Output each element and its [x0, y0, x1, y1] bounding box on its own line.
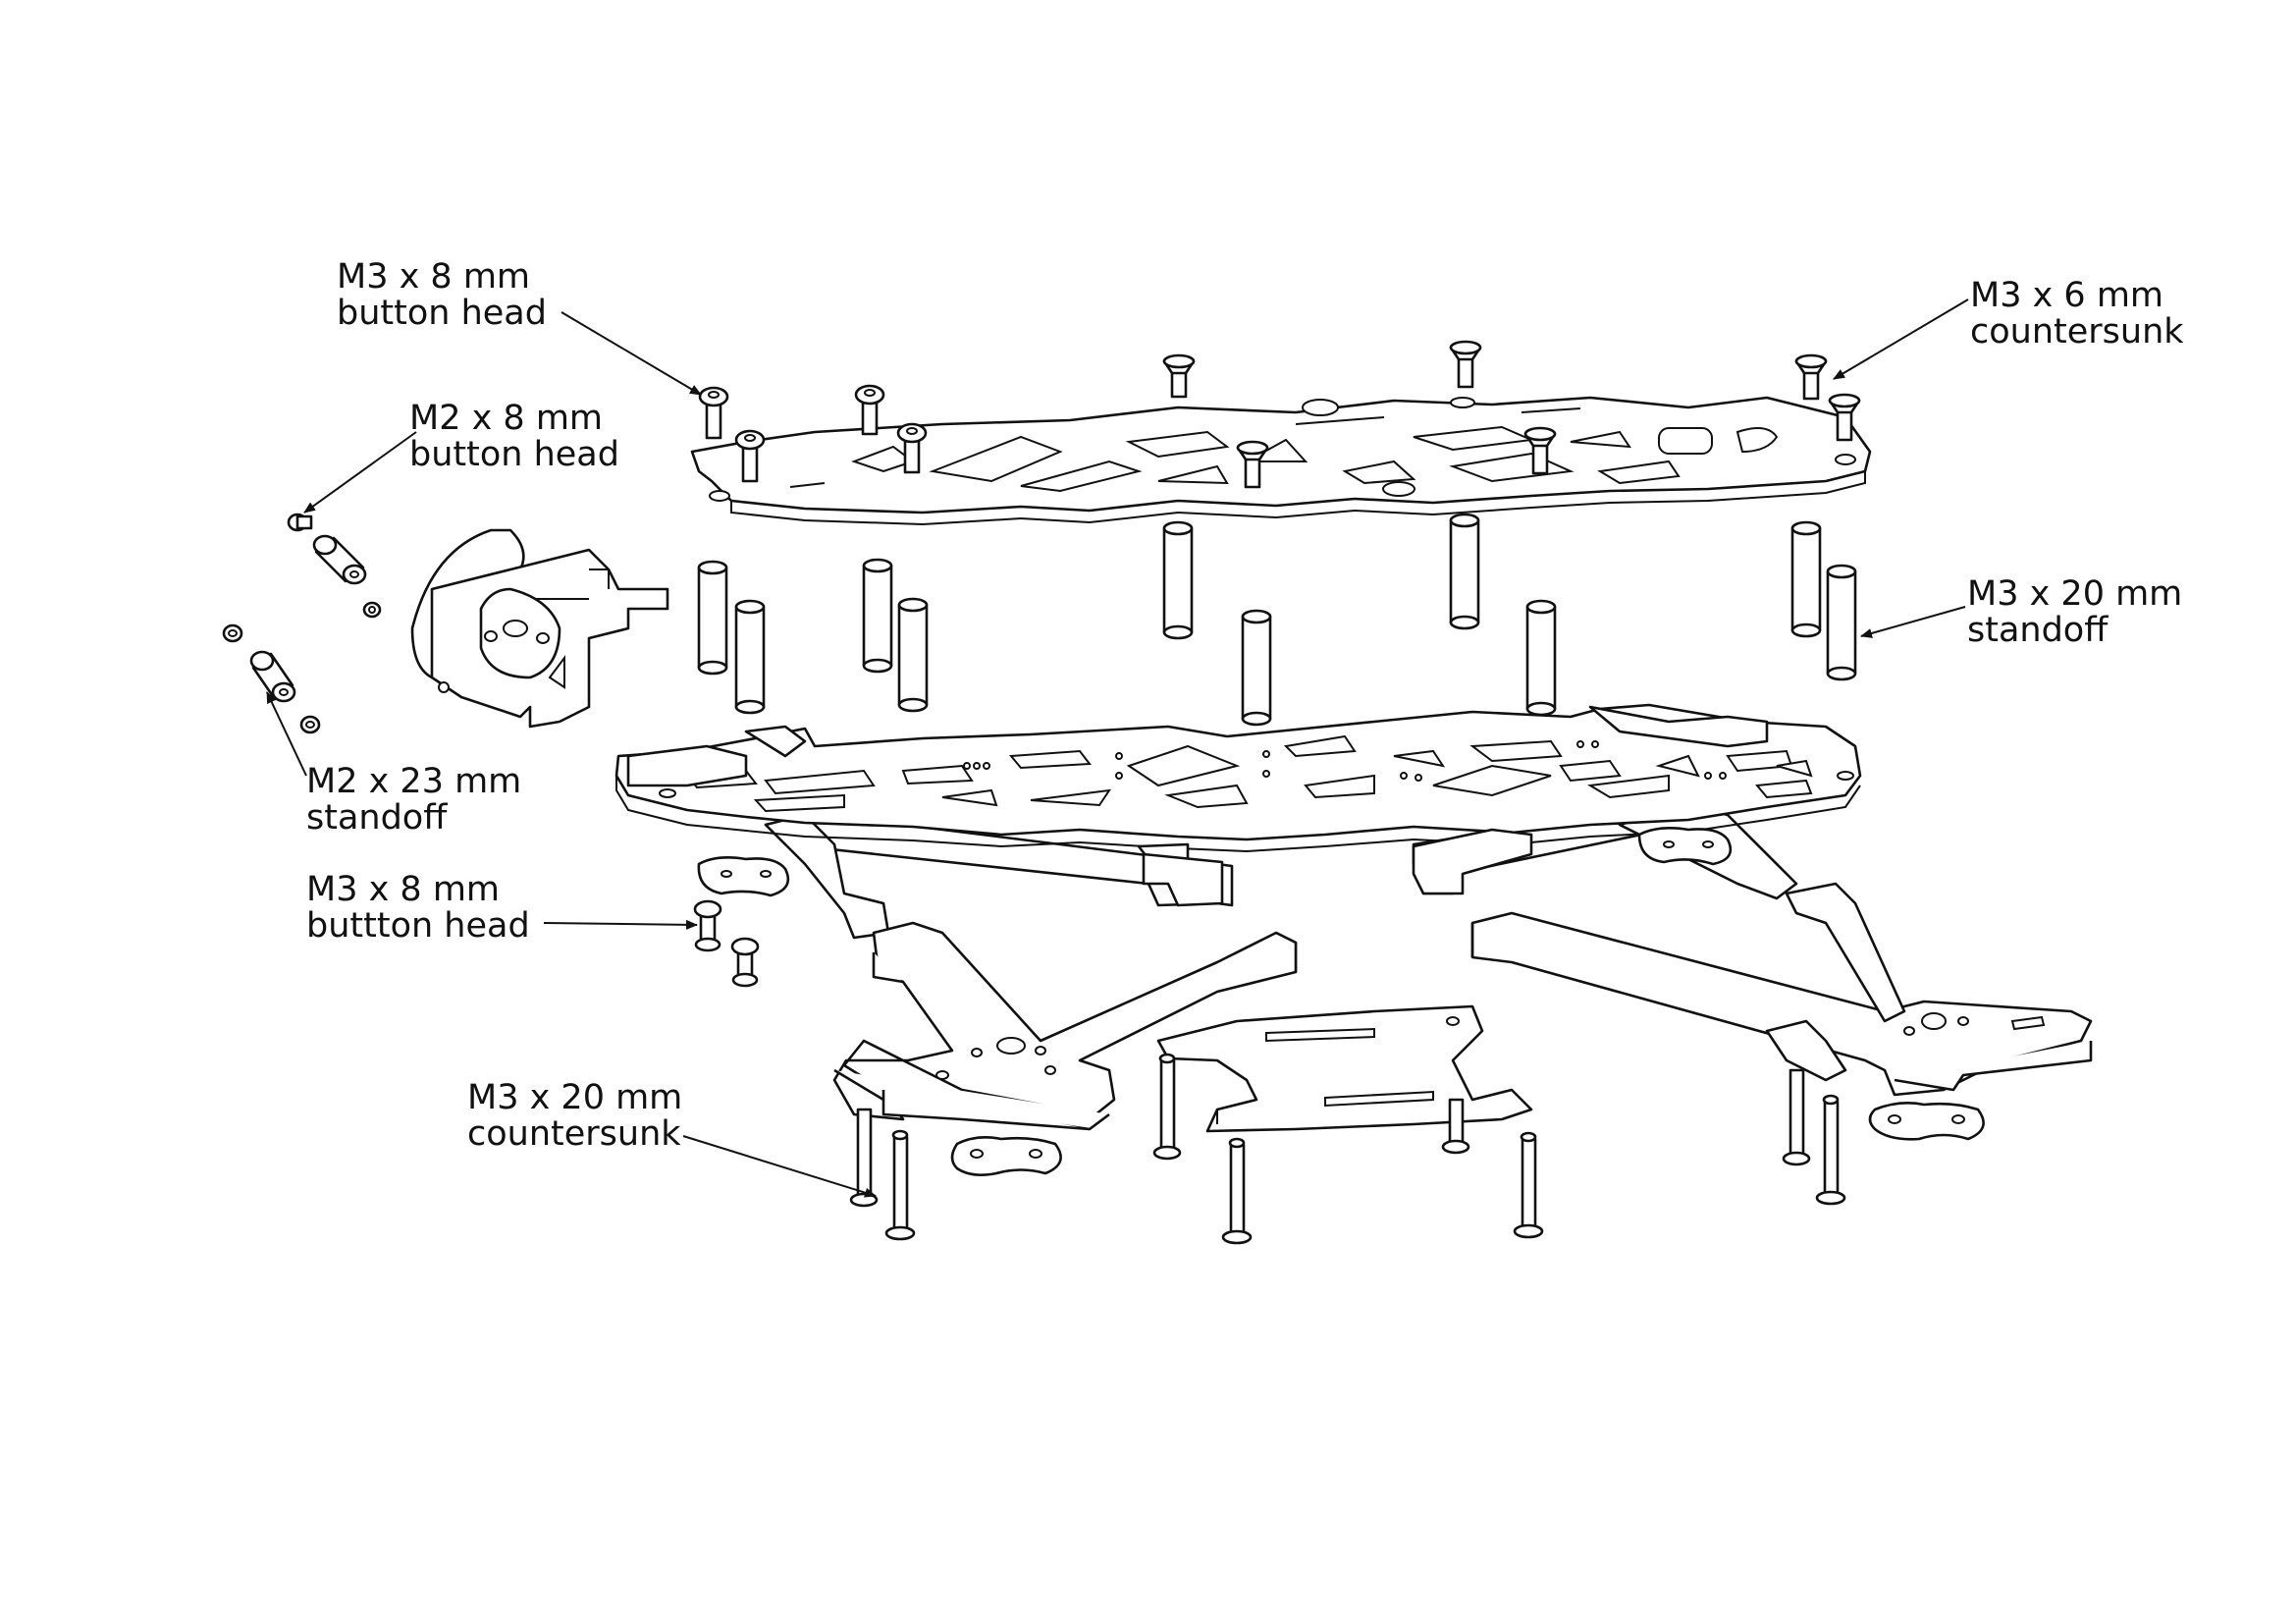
- leader-top-button: [561, 311, 702, 396]
- label-line: countersunk: [467, 1114, 681, 1154]
- m2-button-screw: [222, 623, 243, 643]
- side-rails: [626, 705, 1769, 907]
- countersunk-screw: [1513, 1131, 1544, 1239]
- standoff: [734, 599, 766, 715]
- motor-pads: [697, 827, 1733, 897]
- m2-button-screw: [299, 715, 321, 734]
- button-head-screw: [854, 384, 885, 436]
- bottom-plate: [1156, 1004, 1533, 1133]
- label-line: M3 x 20 mm: [467, 1078, 683, 1117]
- countersunk-screw: [1794, 353, 1828, 401]
- standoff: [697, 560, 728, 676]
- leader-mid-button: [543, 919, 698, 930]
- countersunk-screw: [1523, 426, 1557, 475]
- countersunk-screw: [1221, 1137, 1253, 1245]
- button-head-screw: [896, 422, 928, 474]
- countersunk-screw: [1162, 353, 1196, 399]
- leader-lines: [266, 298, 1969, 1198]
- camera-mount: [410, 528, 669, 729]
- left-arm-assembly: [832, 921, 1298, 1131]
- label-line: M3 x 8 mm: [337, 257, 531, 297]
- label-line: standoff: [306, 798, 448, 838]
- standoffs: [697, 513, 1857, 727]
- button-head-screw: [693, 899, 722, 952]
- standoff: [1162, 520, 1194, 640]
- label-countersunk-6mm: M3 x 6 mm countersunk: [1970, 278, 2184, 351]
- label-m2-standoff: M2 x 23 mm standoff: [306, 764, 521, 837]
- right-arm-assembly: [1470, 882, 2093, 1097]
- bottom-motor-pads: [950, 1102, 1985, 1176]
- label-line: button head: [337, 294, 547, 333]
- standoff: [1241, 609, 1272, 727]
- label-line: countersunk: [1970, 312, 2184, 352]
- label-top-button-head-screw: M3 x 8 mm button head: [337, 259, 547, 332]
- countersunk-screw: [849, 1108, 879, 1208]
- bottom-countersunk-screws: [849, 1053, 1846, 1245]
- standoff: [1525, 599, 1557, 717]
- countersunk-screw: [1152, 1053, 1182, 1161]
- arm-button-screws: [693, 899, 760, 988]
- m2-standoff: [249, 650, 296, 703]
- standoff: [1449, 513, 1480, 630]
- leader-m2-button: [303, 431, 417, 514]
- label-countersunk-20mm: M3 x 20 mm countersunk: [467, 1080, 682, 1153]
- standoff: [862, 558, 893, 674]
- label-line: buttton head: [306, 906, 530, 946]
- button-head-screw: [734, 429, 766, 483]
- label-m2-button-head-screw: M2 x 8 mm button head: [409, 401, 619, 473]
- countersunk-screw: [1236, 440, 1269, 489]
- countersunk-screw: [1449, 340, 1482, 389]
- m2-standoff: [312, 534, 367, 585]
- button-head-screw: [698, 386, 729, 440]
- label-mid-button-head-screw: M3 x 8 mm buttton head: [306, 872, 530, 945]
- countersunk-screw: [884, 1129, 916, 1241]
- label-standoff-20mm: M3 x 20 mm standoff: [1967, 576, 2182, 649]
- standoff: [897, 597, 929, 713]
- label-line: M3 x 20 mm: [1967, 574, 2183, 614]
- label-line: M2 x 8 mm: [409, 399, 604, 438]
- top-plate-screws: [698, 340, 1861, 489]
- standoff: [1790, 520, 1822, 638]
- leader-countersunk-6: [1833, 298, 1969, 380]
- label-line: button head: [409, 435, 619, 474]
- label-line: M3 x 6 mm: [1970, 276, 2164, 315]
- leader-countersunk-20: [682, 1135, 877, 1198]
- countersunk-screw: [1815, 1094, 1846, 1206]
- label-line: M3 x 8 mm: [306, 870, 501, 909]
- leader-m2-standoff: [266, 691, 307, 777]
- top-plate: [690, 396, 1872, 526]
- m2-button-screw: [362, 601, 382, 619]
- leader-standoff-20: [1860, 606, 1966, 638]
- label-line: M2 x 23 mm: [306, 762, 522, 801]
- standoff: [1826, 564, 1857, 681]
- m2-hardware: [222, 513, 382, 734]
- label-line: standoff: [1967, 611, 2109, 650]
- countersunk-screw: [1828, 393, 1861, 442]
- countersunk-screw: [1782, 1068, 1811, 1166]
- button-head-screw: [730, 937, 760, 988]
- m2-button-screw: [287, 513, 313, 532]
- countersunk-screw: [1441, 1098, 1470, 1155]
